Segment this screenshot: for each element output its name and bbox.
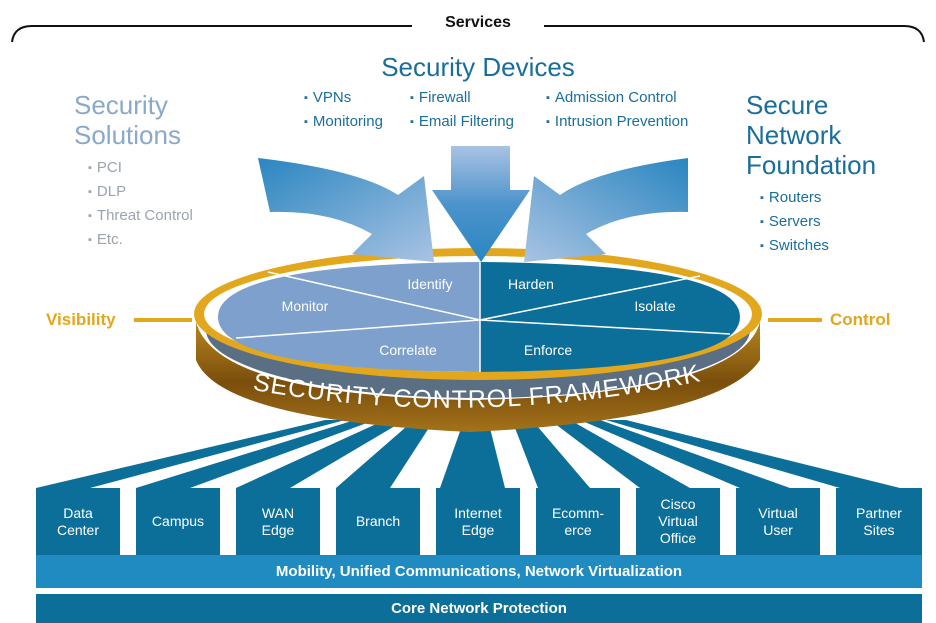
device-item-admission-control: Admission Control	[546, 89, 677, 106]
foundation-title-line2: Network	[746, 120, 842, 150]
security-devices-title: Security Devices	[381, 52, 575, 82]
segment-monitor: Monitor	[281, 298, 329, 314]
visibility-label: Visibility	[46, 310, 116, 329]
solution-item: PCI	[88, 156, 193, 180]
foundation-item: Servers	[760, 210, 829, 234]
right-arrow	[524, 158, 688, 262]
security-solutions-title: Security Solutions	[74, 90, 181, 150]
connector-stripes	[36, 420, 900, 488]
place-labels: Data Center Campus WAN Edge Branch Inter…	[0, 488, 936, 555]
place-internet-edge: Internet Edge	[454, 504, 502, 538]
foundation-title-line3: Foundation	[746, 150, 877, 180]
security-solutions-list: PCI DLP Threat Control Etc.	[88, 156, 193, 252]
segment-harden: Harden	[508, 276, 554, 292]
services-bracket-line	[11, 25, 925, 43]
place-data-center: Data Center	[56, 504, 100, 538]
segment-identify: Identify	[407, 276, 453, 292]
control-label: Control	[830, 310, 891, 329]
framework-band	[196, 322, 760, 432]
place-virtual-user: Virtual User	[758, 504, 798, 538]
security-solutions-title-line2: Solutions	[74, 120, 181, 150]
device-item-monitoring: Monitoring	[304, 113, 383, 130]
segment-enforce: Enforce	[523, 342, 573, 358]
segment-isolate: Isolate	[634, 298, 676, 314]
services-title: Services	[445, 14, 511, 31]
place-campus: Campus	[151, 513, 205, 529]
solution-item: Etc.	[88, 228, 193, 252]
device-item-firewall: Firewall	[410, 89, 471, 106]
device-item-vpns: VPNs	[304, 89, 351, 106]
place-ecommerce: Ecomm- erce	[551, 504, 605, 538]
device-item-email-filtering: Email Filtering	[410, 113, 514, 130]
security-solutions-title-line1: Security	[74, 90, 168, 120]
left-arrow	[258, 158, 434, 262]
place-boxes	[36, 488, 922, 555]
foundation-item: Routers	[760, 186, 829, 210]
foundation-item: Switches	[760, 234, 829, 258]
disc-left-half	[218, 262, 480, 372]
secure-network-foundation-list: Routers Servers Switches	[760, 186, 829, 258]
device-item-intrusion-prevention: Intrusion Prevention	[546, 113, 688, 130]
secure-network-foundation-title: Secure Network Foundation	[746, 90, 876, 180]
place-branch: Branch	[355, 513, 401, 529]
disc-right-half	[480, 262, 740, 372]
foundation-title-line1: Secure	[746, 90, 829, 120]
solution-item: Threat Control	[88, 204, 193, 228]
segment-correlate: Correlate	[379, 342, 437, 358]
place-partner-sites: Partner Sites	[856, 504, 902, 538]
mobility-bar: Mobility, Unified Communications, Networ…	[36, 555, 922, 588]
place-wan-edge: WAN Edge	[261, 504, 295, 538]
place-cisco-virtual-office: Cisco Virtual Office	[658, 496, 698, 546]
solution-item: DLP	[88, 180, 193, 204]
core-protection-bar: Core Network Protection	[36, 594, 922, 623]
middle-arrow	[432, 146, 530, 262]
